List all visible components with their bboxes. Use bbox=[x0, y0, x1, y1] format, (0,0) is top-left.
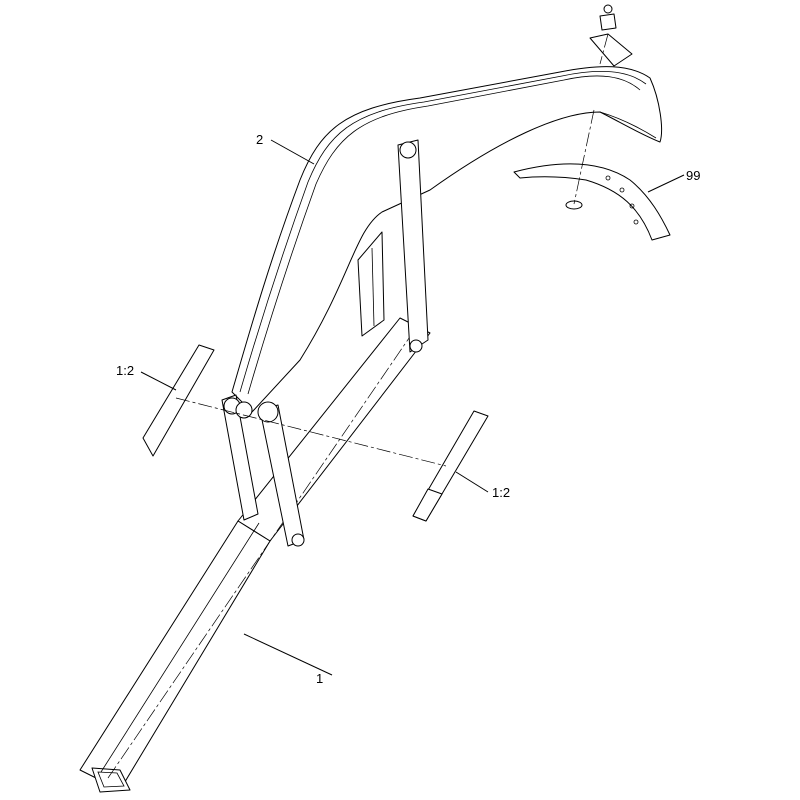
fender-washer bbox=[565, 200, 583, 210]
callout-frame: 1 bbox=[316, 671, 323, 686]
curved-arm bbox=[231, 66, 663, 413]
link-left-back bbox=[221, 394, 259, 521]
fender-hole-4 bbox=[633, 219, 639, 225]
fender bbox=[513, 109, 671, 241]
bracket-centerline bbox=[599, 33, 609, 65]
arm-tip-edge bbox=[599, 111, 657, 139]
bolt-head bbox=[603, 4, 613, 14]
link-right bbox=[397, 139, 429, 353]
fender-centerline bbox=[573, 109, 595, 205]
upright-post bbox=[357, 231, 385, 337]
bracket-plate bbox=[589, 33, 633, 67]
callout-fender: 99 bbox=[686, 168, 700, 183]
link-left-pin-b bbox=[235, 401, 253, 419]
top-bracket bbox=[589, 4, 633, 67]
fender-hole-2 bbox=[619, 187, 625, 193]
fender-hole-3 bbox=[629, 203, 635, 209]
leader-fender bbox=[647, 174, 685, 193]
link-right-top-pin bbox=[399, 141, 417, 159]
decal-right-stripe bbox=[412, 488, 443, 522]
link-right-bottom-pin bbox=[409, 339, 423, 353]
leader-arm bbox=[270, 139, 315, 165]
link-left-pin-c bbox=[257, 401, 279, 423]
decal-right bbox=[412, 410, 489, 522]
tube-edge bbox=[100, 522, 260, 773]
decal-centerline bbox=[175, 397, 447, 467]
callout-arm: 2 bbox=[256, 132, 263, 147]
arm-edge-2 bbox=[247, 75, 641, 395]
tube-end-inner bbox=[97, 771, 125, 788]
link-left bbox=[221, 394, 305, 547]
decal-left bbox=[142, 344, 215, 457]
decal-left-body bbox=[142, 344, 215, 457]
bolt-nut bbox=[599, 13, 617, 31]
fender-hole-1 bbox=[605, 175, 611, 181]
callout-decal-left: 1:2 bbox=[116, 363, 134, 378]
tube-centerline bbox=[107, 321, 421, 779]
callout-decal-right: 1:2 bbox=[492, 485, 510, 500]
leader-decal-left bbox=[140, 371, 177, 391]
leader-frame bbox=[243, 633, 333, 676]
arm-body bbox=[231, 66, 663, 413]
arm-edge-1 bbox=[239, 70, 647, 393]
link-right-body bbox=[397, 139, 429, 353]
leader-decal-right bbox=[455, 471, 489, 493]
post-face bbox=[357, 231, 385, 337]
fender-body bbox=[513, 163, 671, 241]
post-edge bbox=[371, 247, 375, 327]
link-left-bottom-pin bbox=[291, 533, 305, 547]
